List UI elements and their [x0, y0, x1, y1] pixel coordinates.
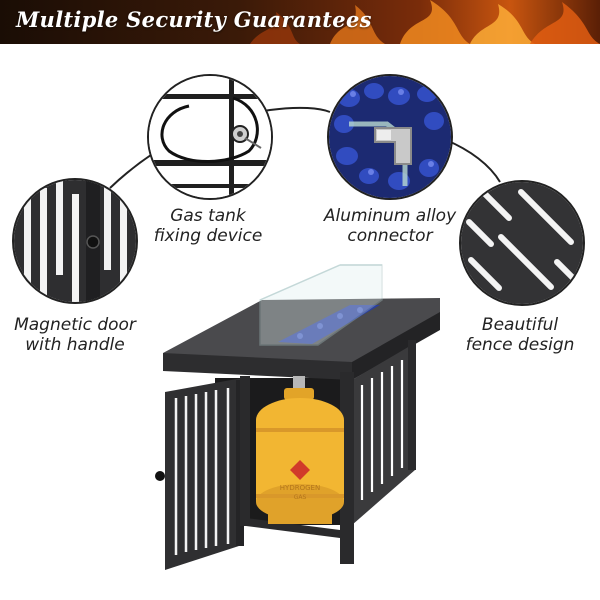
tank-fixing-closeup-image [149, 76, 271, 198]
side-panel-right [352, 343, 415, 525]
glass-beads [278, 305, 380, 344]
callout-fence-design [459, 180, 585, 306]
label-aluminum-connector: Aluminum alloy connector [323, 206, 457, 246]
flame-background [250, 0, 600, 44]
label-fence-design: Beautiful fence design [465, 315, 575, 355]
door-closeup-image [14, 180, 136, 302]
title-banner: Multiple Security Guarantees [0, 0, 600, 44]
tank-label-line2: GAS [294, 494, 307, 501]
label-gas-tank-fixing: Gas tank fixing device [153, 206, 263, 246]
aluminum-connector-closeup-image [329, 76, 451, 198]
label-magnetic-door: Magnetic door with handle [14, 315, 136, 355]
tank-label-line1: HYDROGEN [280, 484, 320, 492]
banner-title: Multiple Security Guarantees [16, 7, 372, 32]
callout-magnetic-door [12, 178, 138, 304]
open-door [155, 378, 244, 570]
door-handle [155, 471, 165, 481]
fence-closeup-image [461, 182, 583, 304]
callout-aluminum-connector [327, 74, 453, 200]
propane-tank: HYDROGEN GAS [256, 376, 344, 524]
callout-gas-tank-fixing [147, 74, 273, 200]
